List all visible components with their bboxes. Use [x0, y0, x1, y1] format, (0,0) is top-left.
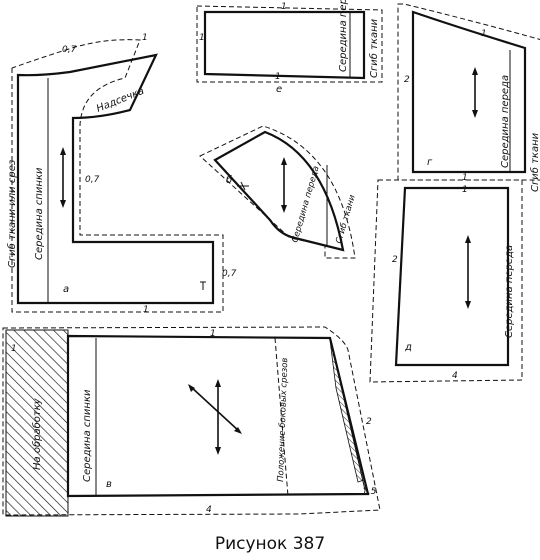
piece-d-allow-base: 4 — [452, 371, 458, 381]
piece-d-center: Середина переда — [504, 245, 515, 338]
piece-a-fold: Сгиб ткани или срез — [6, 160, 18, 268]
piece-a-letter: а — [63, 284, 69, 295]
piece-v-allow-base: 4 — [206, 505, 212, 515]
piece-v-back: На обработку Середина спинки Положение б… — [2, 326, 381, 517]
piece-e-allow-top: 1 — [281, 2, 287, 12]
piece-d-front: Середина переда д 1 2 4 — [369, 179, 523, 383]
piece-v-allow-top: 1 — [210, 329, 216, 339]
piece-g-front: Середина переда Сгиб ткани г 1 2 1 — [397, 3, 540, 192]
piece-v-center: Середина спинки — [82, 389, 93, 482]
piece-e-allow-base: 1 — [275, 72, 281, 82]
piece-e-center: Середина переда — [338, 0, 349, 72]
piece-v-letter: в — [106, 479, 112, 490]
piece-b-fold: Сгиб ткани — [334, 193, 358, 245]
piece-v-facing: На обработку — [31, 397, 43, 470]
piece-g-letter: г — [427, 157, 433, 168]
piece-g-allow-side: 2 — [404, 75, 410, 85]
piece-d-letter: д — [404, 342, 412, 353]
piece-a-center: Середина спинки — [34, 167, 45, 260]
piece-g-center: Середина переда — [500, 75, 511, 168]
piece-v-side-seam-line — [274, 337, 289, 497]
piece-v-side-seam: Положение боковых срезов — [276, 357, 290, 482]
piece-d-allow-side: 2 — [392, 255, 398, 265]
piece-g-allow-top: 1 — [481, 29, 487, 39]
piece-a-allow-base: 1 — [143, 305, 149, 315]
piece-a-allow-neck: 0,7 — [62, 45, 77, 55]
piece-v-allow-corner: 1,5 — [362, 487, 377, 497]
piece-b-center: Середина переда — [290, 165, 321, 244]
piece-v-allow-side: 2 — [366, 417, 372, 427]
piece-d-allow-top: 1 — [462, 185, 468, 195]
figure-caption: Рисунок 387 — [215, 534, 325, 554]
piece-e-allow-left: 1 — [199, 33, 205, 43]
piece-a-allow-bottom: 0,7 — [222, 269, 237, 279]
piece-g-allow-base: 1 — [462, 173, 468, 183]
piece-b-letter: б — [226, 174, 232, 186]
piece-e-front: Середина переда Сгиб ткани е 1 1 1 — [196, 0, 383, 95]
piece-e-letter: е — [276, 84, 282, 95]
piece-v-allow-facing: 1 — [11, 344, 17, 354]
piece-g-fold: Сгиб ткани — [529, 132, 540, 192]
piece-b-front: б Середина переда Сгиб ткани — [199, 125, 358, 259]
piece-e-fold: Сгиб ткани — [368, 18, 380, 78]
piece-a-back: Надсечка Сгиб ткани или срез Середина сп… — [6, 33, 237, 315]
piece-a-allow-top: 1 — [142, 33, 148, 43]
piece-a-allow-mid: 0,7 — [85, 175, 100, 185]
piece-a-notch: Надсечка — [95, 86, 146, 115]
